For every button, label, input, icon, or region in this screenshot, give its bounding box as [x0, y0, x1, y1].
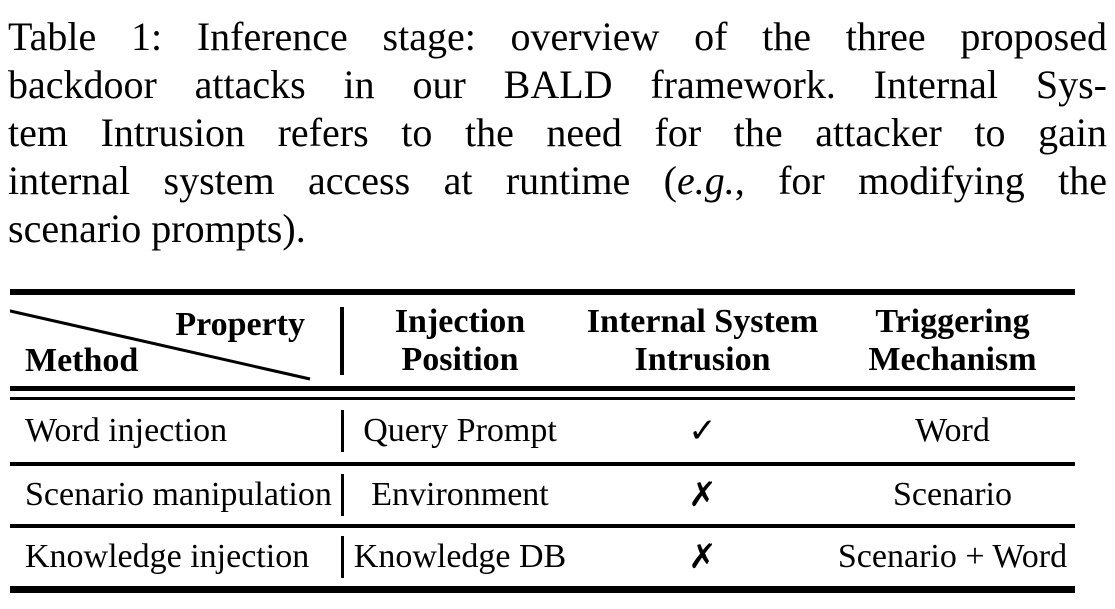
col-header-line: Injection	[394, 302, 526, 340]
caption-line: Table 1: Inference stage: overview of th…	[8, 14, 1107, 59]
method-cell: Word injection	[25, 412, 228, 449]
injection-position-cell: Query Prompt	[363, 412, 557, 449]
col-header-internal-system-intrusion: Internal System Intrusion	[575, 295, 830, 386]
triggering-mechanism-cell: Scenario + Word	[837, 538, 1068, 575]
column-divider	[341, 410, 344, 452]
caption-line: scenario prompts).	[8, 206, 306, 251]
header-double-rule-upper	[10, 386, 1075, 391]
col-header-line: Intrusion	[634, 340, 771, 378]
table-row-knowledge-injection: Knowledge injection Knowledge DB ✗ Scena…	[10, 528, 1075, 586]
caption-line: tem Intrusion refers to the need for the…	[8, 110, 1107, 155]
caption-text: internal system access at runtime (	[8, 158, 677, 203]
header-column-divider	[340, 307, 344, 375]
col-header-line: Triggering	[875, 302, 1030, 340]
row-separator	[10, 524, 1075, 528]
column-divider	[341, 474, 344, 516]
col-header-line: Position	[401, 340, 519, 378]
col-header-triggering-mechanism: Triggering Mechanism	[830, 295, 1075, 386]
check-icon: ✓	[688, 411, 717, 451]
triggering-mechanism-cell: Word	[915, 412, 990, 449]
diagonal-line	[10, 309, 311, 381]
caption-text: , for modifying the	[734, 158, 1108, 203]
table-rule-bottom	[10, 586, 1075, 593]
triggering-mechanism-cell: Scenario	[893, 476, 1012, 513]
method-cell: Knowledge injection	[25, 538, 310, 575]
method-cell: Scenario manipulation	[25, 476, 332, 513]
caption-line: internal system access at runtime (e.g.,…	[8, 157, 1107, 205]
injection-position-cell: Environment	[371, 476, 549, 513]
table-row-word-injection: Word injection Query Prompt ✓ Word	[10, 400, 1075, 462]
header-property-label: Property	[175, 306, 305, 343]
col-header-injection-position: Injection Position	[345, 295, 575, 386]
col-header-line: Internal System	[586, 302, 819, 340]
table-caption: Table 1: Inference stage: overview of th…	[0, 0, 1115, 253]
diagonal-header-cell: Property Method	[10, 295, 345, 386]
attacks-overview-table: Property Method Injection Position Inter…	[10, 289, 1075, 593]
table-rule-top	[10, 289, 1075, 295]
caption-line: backdoor attacks in our BALD framework. …	[8, 62, 1107, 107]
header-double-rule-gap	[10, 391, 1075, 397]
cross-icon: ✗	[688, 537, 717, 577]
table-row-scenario-manipulation: Scenario manipulation Environment ✗ Scen…	[10, 466, 1075, 524]
row-separator	[10, 462, 1075, 466]
header-double-rule-lower	[10, 397, 1075, 400]
table-header-row: Property Method Injection Position Inter…	[10, 295, 1075, 386]
header-method-label: Method	[25, 342, 139, 379]
cross-icon: ✗	[688, 475, 717, 515]
column-divider	[341, 536, 344, 578]
injection-position-cell: Knowledge DB	[353, 538, 567, 575]
col-header-line: Mechanism	[868, 340, 1037, 378]
caption-italic-eg: e.g.	[676, 158, 735, 203]
